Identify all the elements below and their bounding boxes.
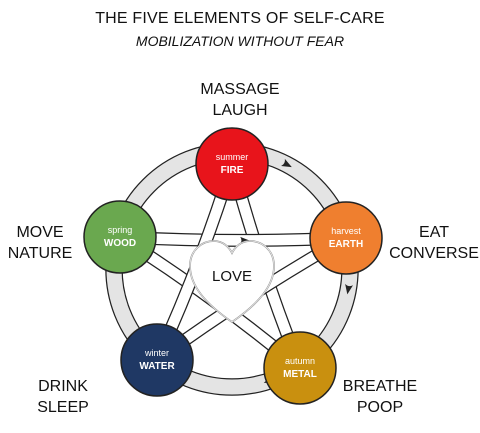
water-activities: DRINK SLEEP [18, 376, 108, 418]
heart-icon [189, 240, 275, 324]
earth-element-label: EARTH [329, 239, 363, 250]
element-nodes: summerFIREharvestEARTHautumnMETALwinterW… [83, 127, 383, 405]
wood-season-label: spring [108, 225, 133, 235]
wood-activity-2: NATURE [7, 245, 73, 262]
fire-season-label: summer [216, 152, 249, 162]
water-element-label: WATER [139, 361, 175, 372]
earth-activities: EAT CONVERSE [388, 222, 480, 264]
fire-activity-2: LAUGH [212, 102, 268, 119]
earth-activity-2: CONVERSE [389, 245, 479, 262]
fire-activities: MASSAGE LAUGH [170, 79, 310, 121]
wood-circle [83, 200, 157, 274]
wood-element-label: WOOD [104, 238, 136, 249]
metal-season-label: autumn [285, 356, 315, 366]
earth-activity-1: EAT [419, 224, 449, 241]
water-circle [120, 323, 194, 397]
metal-activities: BREATHE POOP [330, 376, 430, 418]
wood-activity-1: MOVE [16, 224, 64, 241]
metal-activity-1: BREATHE [342, 378, 418, 395]
metal-circle [263, 331, 337, 405]
cycle-arrow-icon [345, 283, 354, 295]
water-activity-1: DRINK [38, 378, 88, 395]
earth-season-label: harvest [331, 226, 361, 236]
cycle-arrow-icon [281, 158, 292, 168]
metal-activity-2: POOP [356, 399, 404, 416]
water-season-label: winter [144, 348, 169, 358]
wood-activities: MOVE NATURE [0, 222, 80, 264]
earth-circle [309, 201, 383, 275]
metal-element-label: METAL [283, 369, 317, 380]
fire-circle [195, 127, 269, 201]
page-subtitle: MOBILIZATION WITHOUT FEAR [135, 33, 345, 49]
fire-activity-1: MASSAGE [200, 81, 280, 98]
page-title: THE FIVE ELEMENTS OF SELF-CARE [95, 10, 385, 27]
center-label: LOVE [212, 268, 252, 285]
fire-element-label: FIRE [221, 165, 244, 176]
water-activity-2: SLEEP [37, 399, 89, 416]
